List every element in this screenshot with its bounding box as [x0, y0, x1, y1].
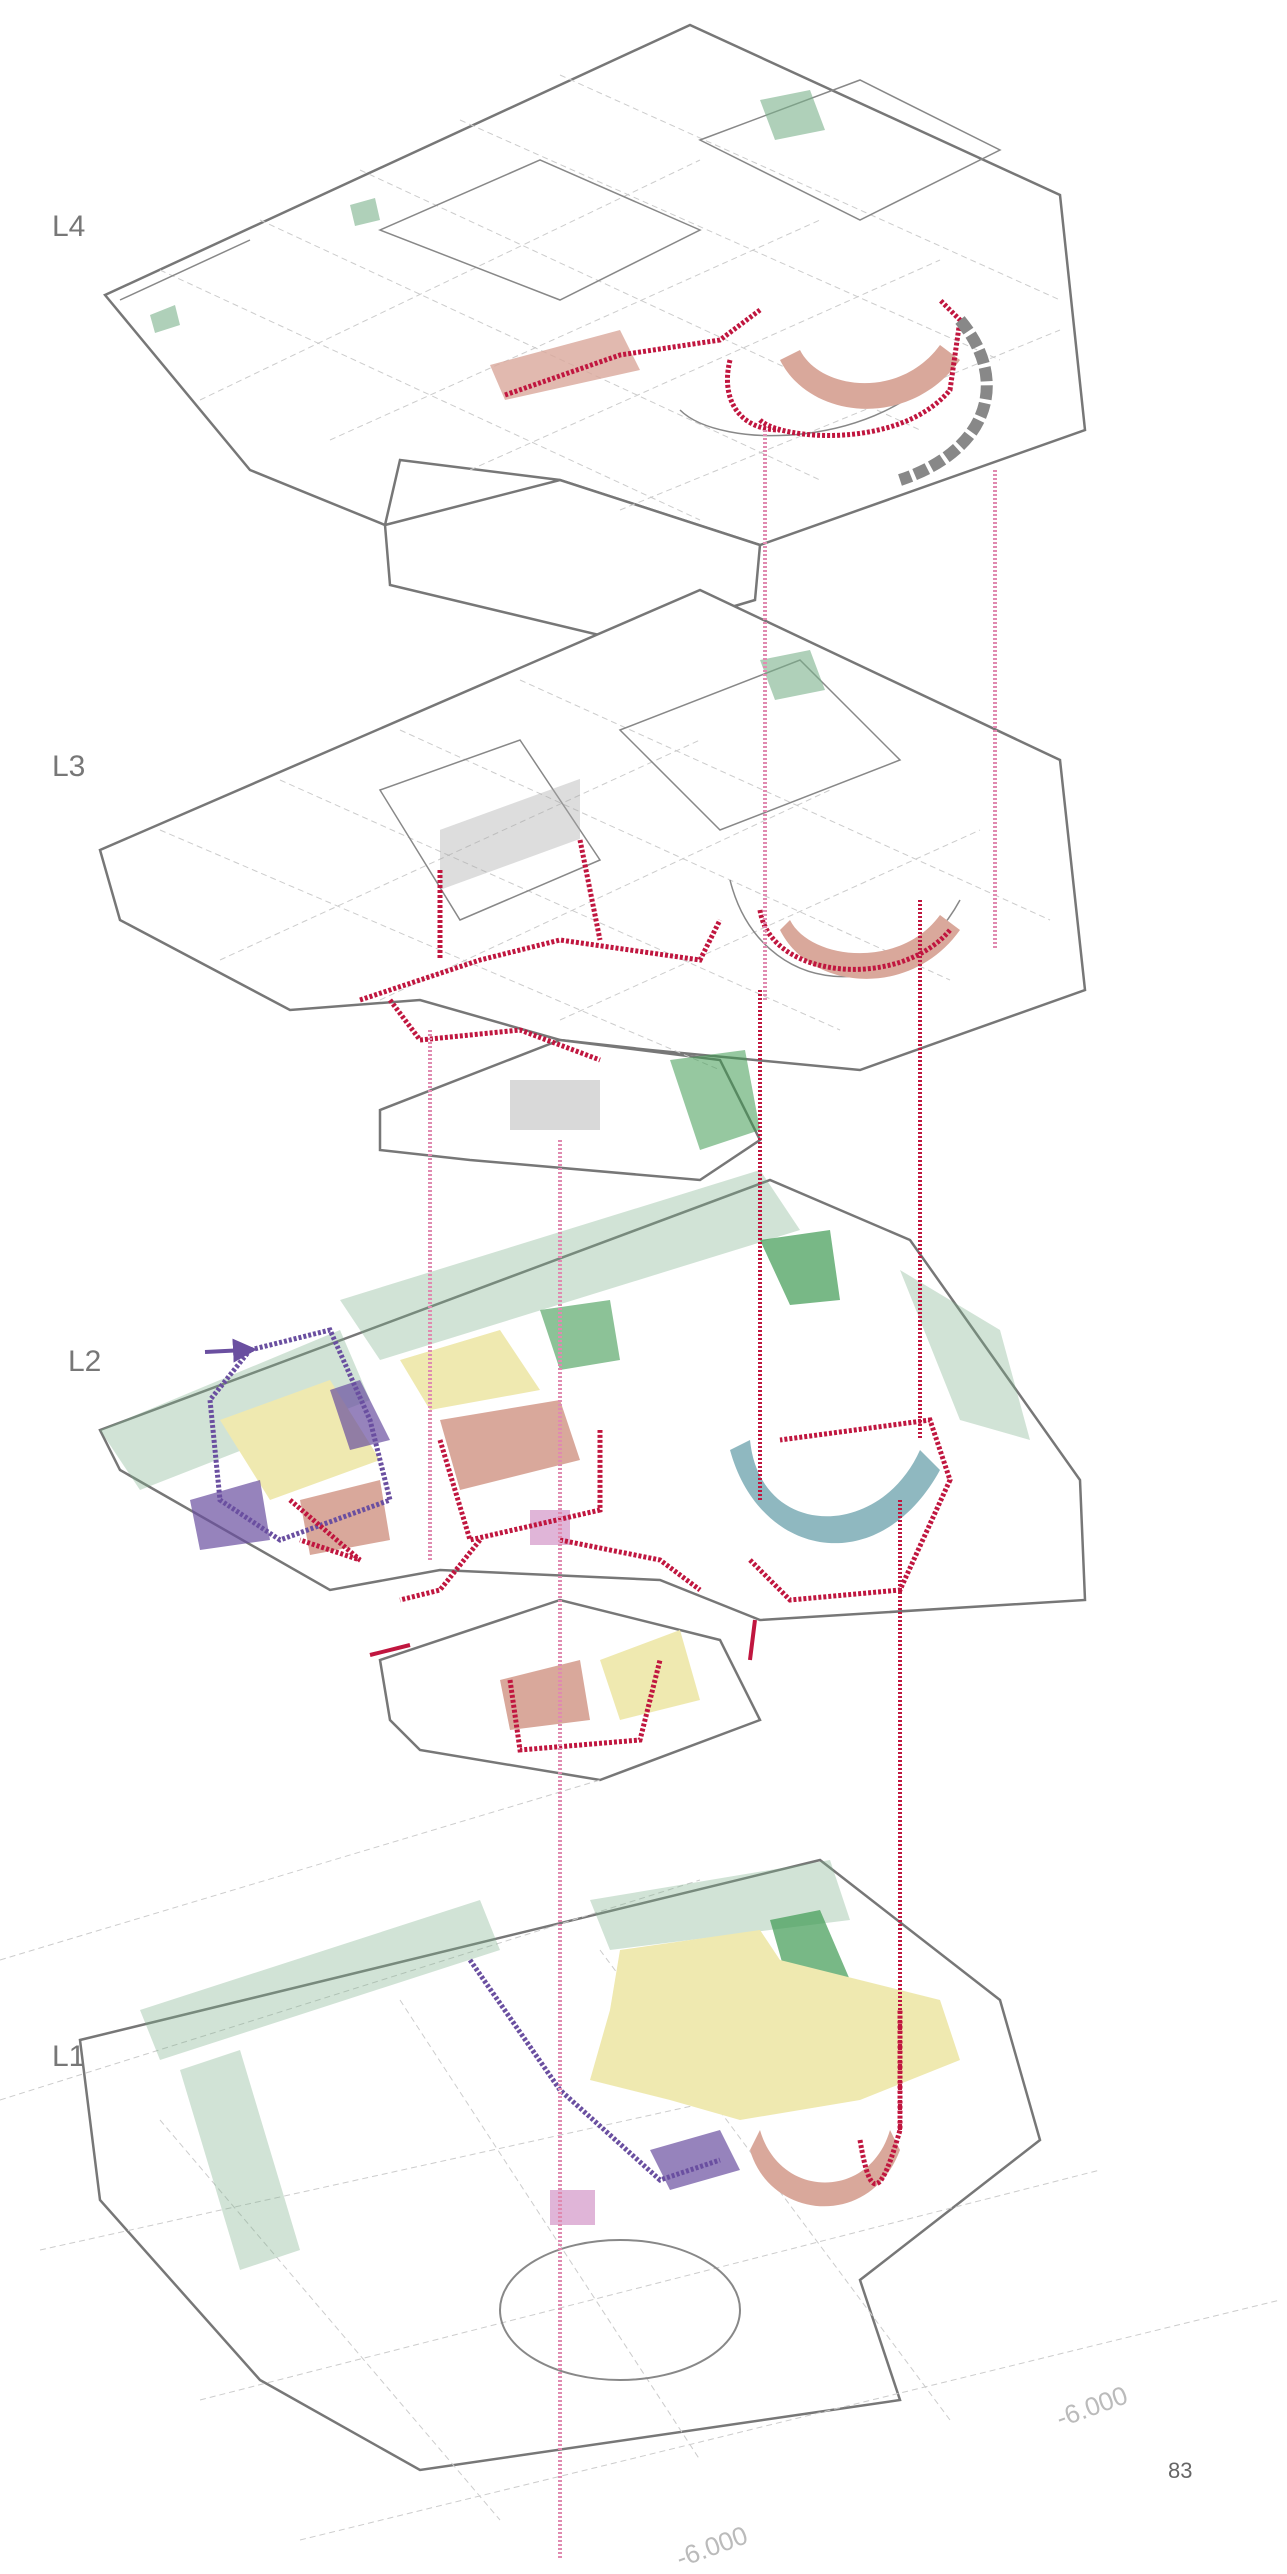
audience-seating — [500, 1660, 590, 1730]
entrance-zone — [190, 1480, 270, 1550]
foyer — [400, 1330, 540, 1410]
level-label-l3: L3 — [52, 750, 86, 783]
level-3-plan — [98, 588, 1087, 1182]
entrance-zone — [330, 1380, 390, 1450]
entry-arrow — [748, 1619, 757, 1661]
level-label-l2: L2 — [68, 1345, 102, 1378]
outer-seating-arc — [898, 316, 993, 486]
level-label-l1: L1 — [52, 2040, 86, 2073]
vertical-core — [530, 1510, 570, 1545]
service-band — [180, 2050, 300, 2270]
level-2-plan — [98, 1170, 1087, 1782]
page-number: 83 — [1168, 2458, 1193, 2483]
service-band — [100, 1330, 370, 1490]
entry-arrow — [369, 1643, 411, 1657]
auditorium-seating — [750, 2130, 900, 2207]
service-band — [140, 1900, 500, 2060]
service-core — [350, 198, 380, 226]
service-core — [760, 650, 825, 700]
auditorium-seating — [780, 915, 960, 979]
auditorium-seating — [730, 1440, 940, 1544]
service-band — [900, 1270, 1030, 1440]
service-core — [760, 1230, 840, 1305]
level-1-plan — [0, 1779, 1281, 2541]
service-core — [760, 90, 825, 140]
auditorium-seating — [440, 778, 580, 890]
audience-seating — [490, 330, 640, 400]
foyer — [590, 1930, 960, 2120]
service-core — [150, 305, 180, 333]
audience-seating — [440, 1400, 580, 1490]
vertical-core — [550, 2190, 595, 2225]
service-core — [670, 1050, 760, 1150]
auditorium-seating — [780, 345, 960, 409]
service-band — [340, 1170, 800, 1360]
ramp-loop — [499, 2239, 741, 2381]
vertical-connections — [428, 430, 997, 2560]
level-label-l4: L4 — [52, 210, 86, 243]
entry-arrow — [204, 1338, 257, 1363]
foyer — [600, 1630, 700, 1720]
small-hall-seating — [510, 1080, 600, 1130]
level-4-plan — [103, 23, 1087, 642]
